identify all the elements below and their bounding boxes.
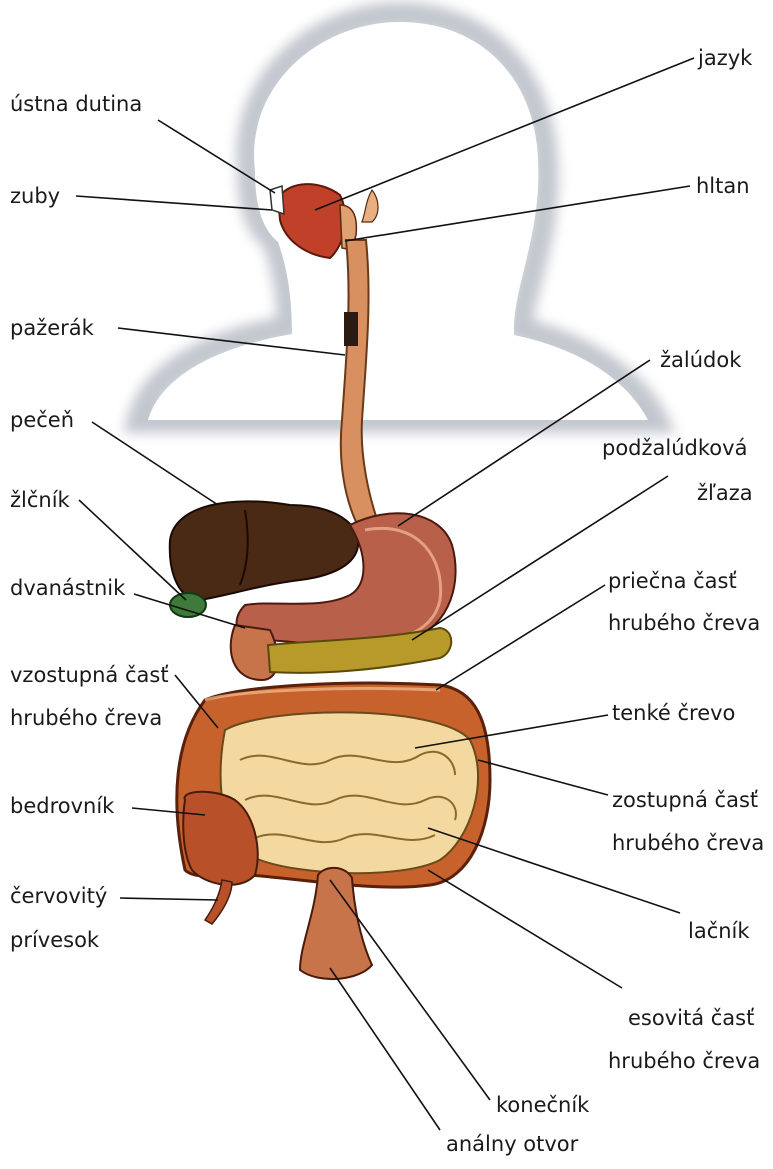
label-pecen: pečeň — [10, 402, 74, 438]
label-tenke-crevo: tenké črevo — [612, 695, 735, 731]
label-dvanastnik: dvanástnik — [10, 570, 125, 606]
label-pazerak: pažerák — [10, 310, 94, 346]
label-cervovity-line2: prívesok — [10, 922, 99, 958]
label-hltan: hltan — [696, 168, 750, 204]
body-silhouette — [140, 15, 655, 420]
label-esovita-line1: esovitá časť — [628, 1000, 754, 1036]
label-bedrovnik: bedrovník — [10, 788, 114, 824]
gallbladder-shape — [170, 593, 206, 617]
liver-shape — [170, 501, 358, 600]
appendix-shape — [205, 880, 232, 924]
small-intestine-shape — [221, 712, 478, 873]
label-ustna-dutina: ústna dutina — [10, 86, 142, 122]
label-zostupna-line2: hrubého čreva — [612, 825, 764, 861]
label-zuby: zuby — [10, 178, 60, 214]
label-podzaludkova-line1: podžalúdková — [602, 430, 747, 466]
label-zostupna-line1: zostupná časť — [612, 782, 758, 818]
label-esovita-line2: hrubého čreva — [608, 1043, 760, 1079]
label-lacnik: lačník — [688, 913, 750, 949]
leader-priecna — [436, 585, 605, 690]
label-vzostupna-line1: vzostupná časť — [10, 657, 169, 693]
label-analny-otvor: análny otvor — [446, 1126, 578, 1162]
label-vzostupna-line2: hrubého čreva — [10, 700, 162, 736]
label-zlcnik: žlčník — [10, 482, 70, 518]
label-zaludok: žalúdok — [660, 342, 741, 378]
esophagus-section-mark — [344, 312, 358, 346]
label-priecna-line2: hrubého čreva — [608, 605, 760, 641]
leader-cervovity — [120, 898, 218, 900]
label-jazyk: jazyk — [698, 40, 752, 76]
leader-esovita — [428, 870, 622, 988]
leader-zostupna — [478, 760, 608, 795]
label-cervovity-line1: červovitý — [10, 878, 107, 914]
label-podzaludkova-line2: žľaza — [697, 475, 753, 511]
label-konecnik: konečník — [496, 1087, 589, 1123]
leader-konecnik — [330, 880, 490, 1100]
leader-analny-otvor — [330, 968, 440, 1130]
label-priecna-line1: priečna časť — [608, 563, 737, 599]
leader-pecen — [92, 422, 218, 505]
